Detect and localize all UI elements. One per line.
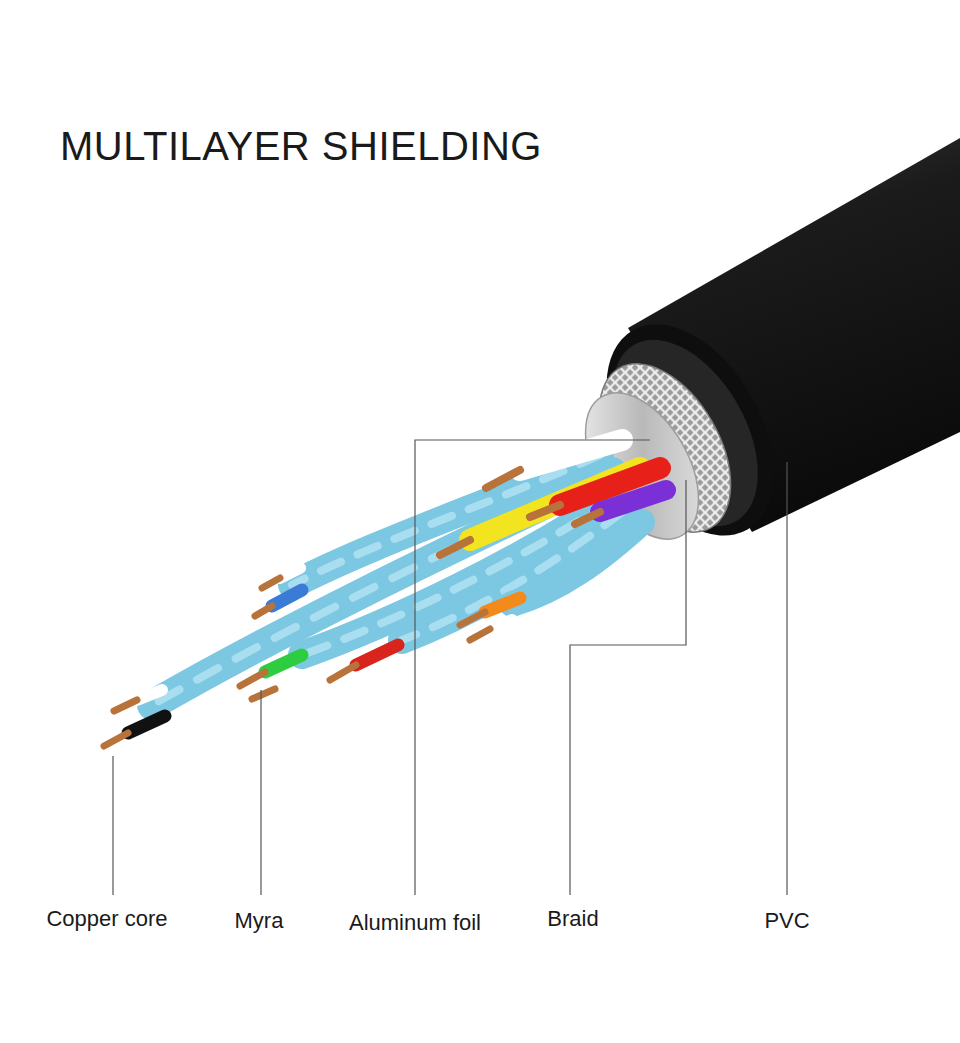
- twisted-pairs: [104, 440, 666, 746]
- part-label: PVC: [762, 908, 811, 934]
- part-label: Copper core: [44, 906, 169, 932]
- part-label: Aluminum foil: [347, 910, 483, 936]
- part-label: Myra: [233, 908, 286, 934]
- diagram-title: MULTILAYER SHIELDING: [60, 124, 542, 169]
- pvc-jacket: [572, 138, 960, 565]
- part-label: Braid: [545, 906, 600, 932]
- leader-lines: [113, 440, 787, 895]
